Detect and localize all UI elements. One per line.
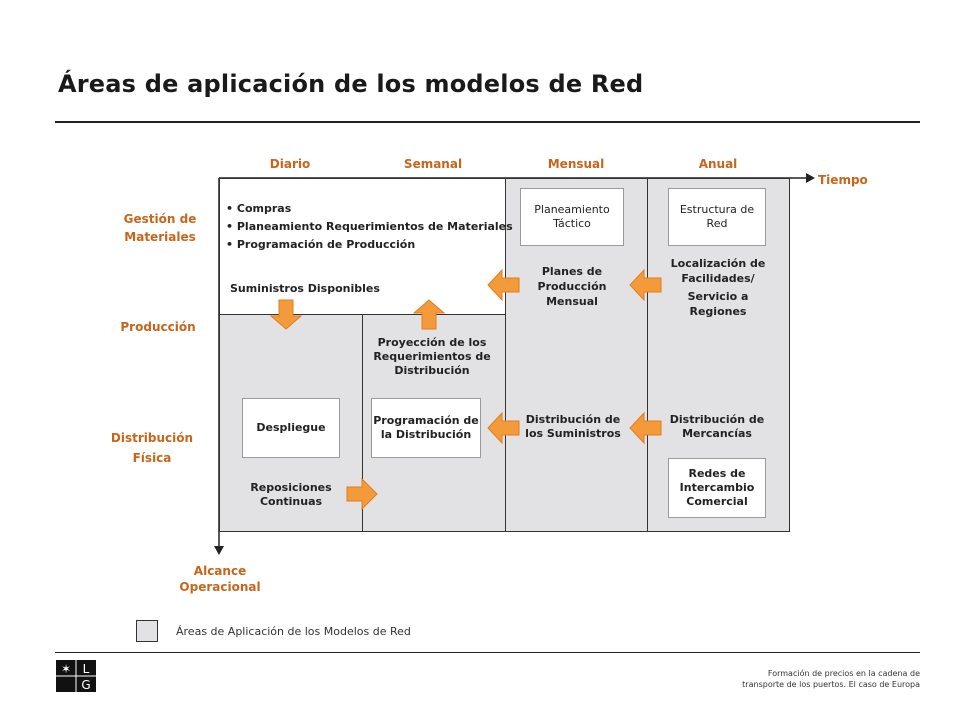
row-label-produccion: Producción <box>120 320 196 334</box>
bullet-list: Compras Planeamiento Requerimientos de M… <box>226 200 513 254</box>
svg-text:G: G <box>81 678 90 692</box>
planes-produccion: Planes de Producción Mensual <box>537 265 607 308</box>
localizacion-line1: Localización de Facilidades/ <box>670 257 766 285</box>
arrow-left-icon <box>487 411 520 445</box>
scope-axis-arrowhead <box>214 546 224 555</box>
distribucion-suministros: Distribución de los Suministros <box>525 413 621 440</box>
legend-label: Áreas de Aplicación de los Modelos de Re… <box>176 625 411 638</box>
column-semanal: Semanal <box>403 157 463 171</box>
time-axis-label: Tiempo <box>818 173 868 187</box>
row-label-distribucion-line1: Distribución <box>110 431 194 445</box>
arrow-left-icon <box>629 268 662 302</box>
row-label-gestion-line2: Materiales <box>124 230 196 244</box>
svg-text:✶: ✶ <box>61 662 71 676</box>
localizacion-facilidades: Localización de Facilidades/ Servicio a … <box>660 256 776 319</box>
row-label-gestion-line1: Gestión de <box>123 212 197 226</box>
row-label-distribucion-line2: Física <box>132 451 172 465</box>
suministros-disponibles: Suministros Disponibles <box>230 282 380 295</box>
reposiciones-continuas: Reposiciones Continuas <box>250 481 332 508</box>
column-diario: Diario <box>269 157 311 171</box>
arrow-left-icon <box>487 268 520 302</box>
box-despliegue: Despliegue <box>242 398 340 458</box>
scope-axis-label: Alcance Operacional <box>170 563 270 595</box>
box-estructura-red: Estructura de Red <box>668 188 766 246</box>
column-mensual: Mensual <box>547 157 605 171</box>
time-axis-arrowhead <box>806 173 815 183</box>
box-programacion-distribucion: Programación de la Distribución <box>371 398 481 458</box>
title-divider <box>55 121 920 123</box>
legend-swatch <box>136 620 158 642</box>
proyeccion-requerimientos: Proyección de los Requerimientos de Dist… <box>373 336 491 377</box>
row-label-gestion: Gestión de Materiales <box>105 210 215 246</box>
footer-divider <box>55 652 920 653</box>
box-planeamiento-tactico: Planeamiento Táctico <box>520 188 624 246</box>
distribucion-mercancias: Distribución de Mercancías <box>669 413 765 440</box>
bullet-item: Programación de Producción <box>226 236 513 254</box>
arrow-down-icon <box>269 299 303 330</box>
footer-line2: transporte de los puertos. El caso de Eu… <box>742 680 920 689</box>
scope-axis-label-line2: Operacional <box>179 580 261 594</box>
arrow-up-icon <box>412 299 446 330</box>
localizacion-line2: Servicio a Regiones <box>687 290 749 318</box>
box-redes-intercambio: Redes de Intercambio Comercial <box>668 458 766 518</box>
bullet-item: Compras <box>226 200 513 218</box>
page-title: Áreas de aplicación de los modelos de Re… <box>58 70 644 98</box>
svg-text:L: L <box>83 662 90 676</box>
scope-axis-label-line1: Alcance <box>193 564 247 578</box>
footer-text: Formación de precios en la cadena de tra… <box>690 668 920 690</box>
logo-graphic: ✶ L G <box>56 660 96 692</box>
arrow-left-icon <box>629 411 662 445</box>
bullet-item: Planeamiento Requerimientos de Materiale… <box>226 218 513 236</box>
row-label-distribucion: Distribución Física <box>97 428 207 468</box>
arrow-right-icon <box>346 477 378 511</box>
column-anual: Anual <box>698 157 738 171</box>
footer-line1: Formación de precios en la cadena de <box>767 669 920 678</box>
logo-icon: ✶ L G <box>56 660 96 692</box>
